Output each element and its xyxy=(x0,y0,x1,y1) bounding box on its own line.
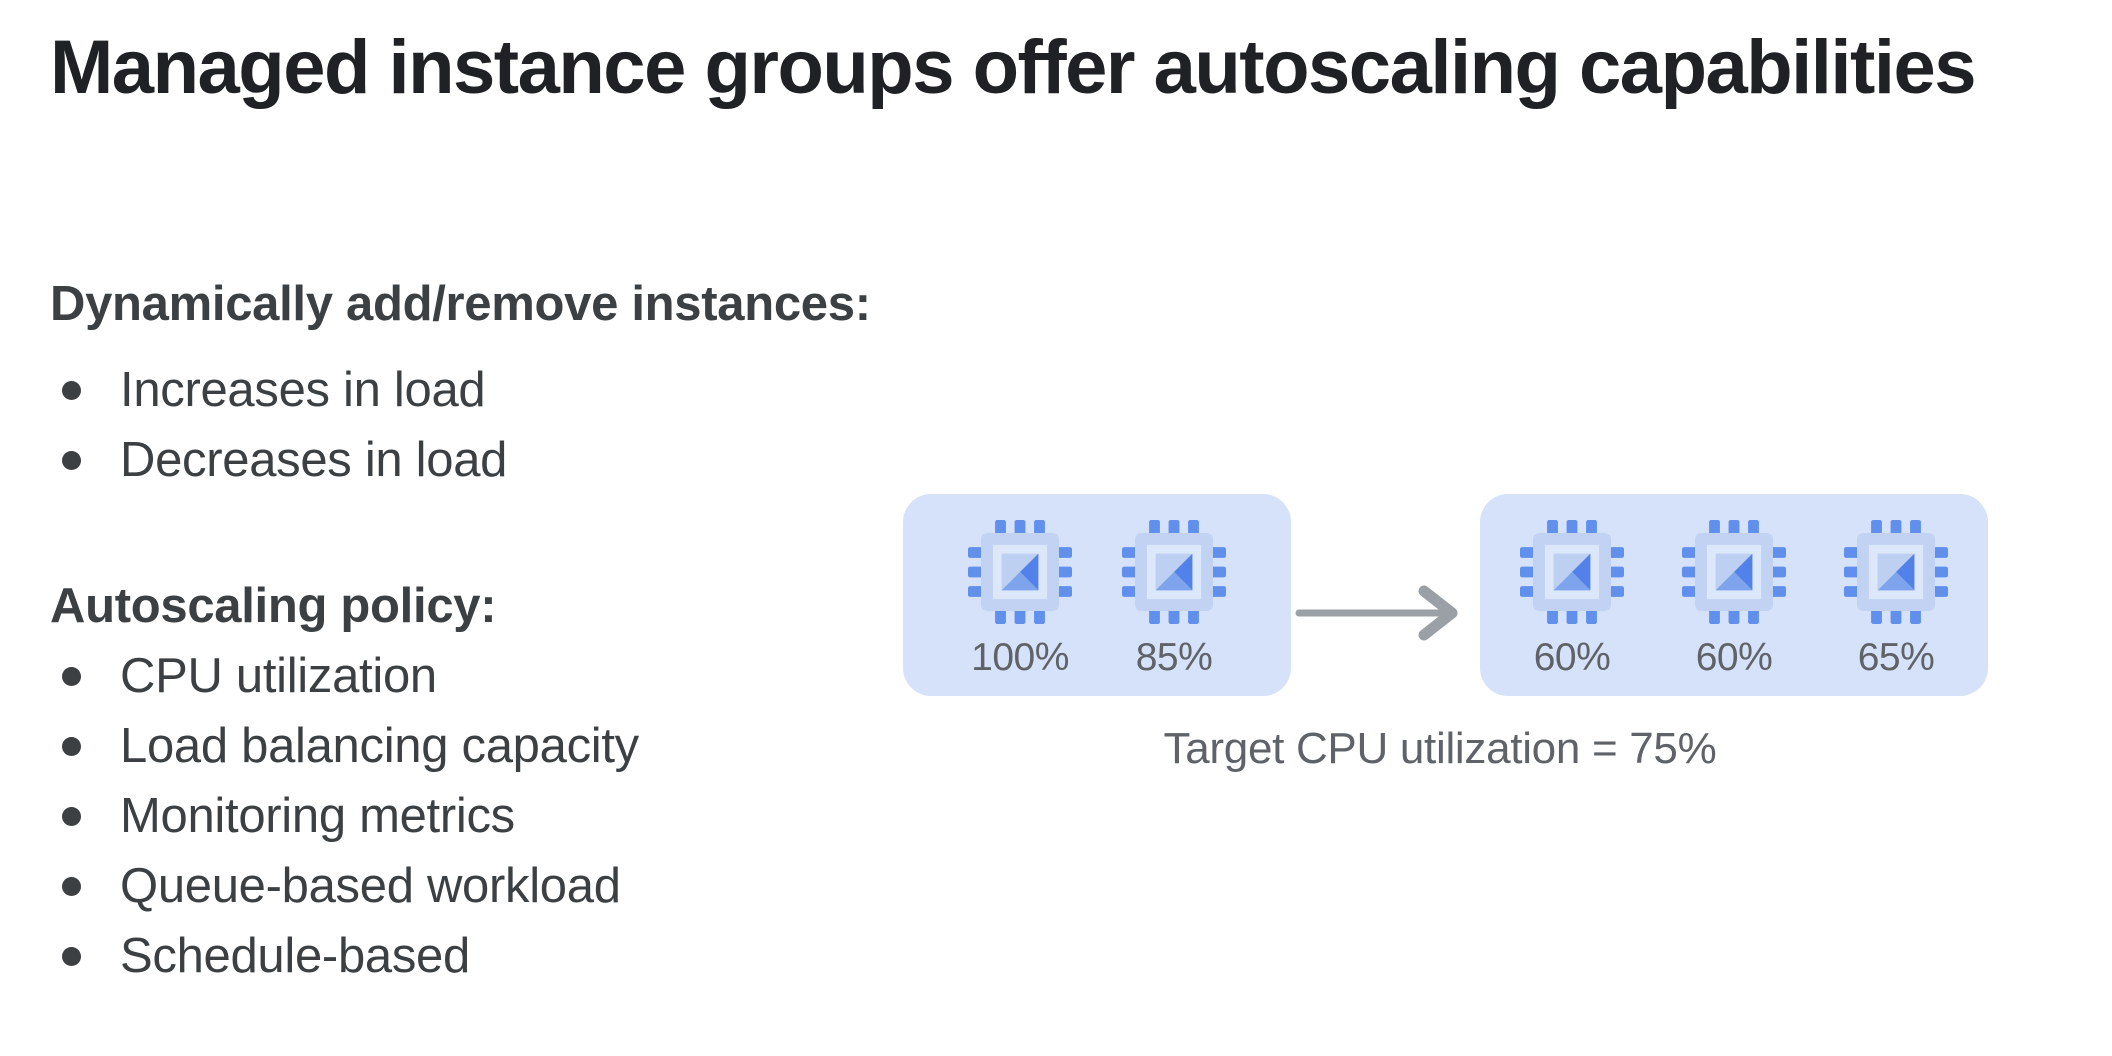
bullet-text: Decreases in load xyxy=(120,433,508,487)
cpu-utilization-label: 65% xyxy=(1857,636,1935,679)
cpu-chip-icon xyxy=(968,520,1072,624)
list-item: Load balancing capacity xyxy=(50,711,639,781)
vm-instance: 100% xyxy=(964,520,1076,680)
bullet-dot xyxy=(62,450,81,470)
diagram-caption: Target CPU utilization = 75% xyxy=(1163,724,1717,773)
instance-group-after: 60% 60% xyxy=(1480,494,1988,696)
list-item: Schedule-based xyxy=(50,921,639,991)
bullet-text: Queue-based workload xyxy=(120,859,621,913)
vm-instance: 60% xyxy=(1678,520,1790,680)
section-dynamic-add-remove: Dynamically add/remove instances: Increa… xyxy=(50,276,871,495)
bullet-dot xyxy=(62,946,81,966)
bullet-dot xyxy=(62,380,81,400)
cpu-chip-icon xyxy=(1844,520,1948,624)
cpu-utilization-label: 85% xyxy=(1135,636,1213,679)
vm-instance: 85% xyxy=(1118,520,1230,680)
instance-group-before: 100% 85% xyxy=(903,494,1291,696)
bullet-dot xyxy=(62,806,81,826)
bullet-list: CPU utilization Load balancing capacity … xyxy=(50,641,639,991)
vm-instance: 60% xyxy=(1516,520,1628,680)
arrow-right-icon xyxy=(1295,585,1458,641)
list-item: Queue-based workload xyxy=(50,851,639,921)
slide-title: Managed instance groups offer autoscalin… xyxy=(50,25,1976,110)
list-item: Monitoring metrics xyxy=(50,781,639,851)
bullet-text: Increases in load xyxy=(120,363,486,417)
section-heading: Dynamically add/remove instances: xyxy=(50,277,871,331)
bullet-dot xyxy=(62,736,81,756)
cpu-chip-icon xyxy=(1520,520,1624,624)
list-item: CPU utilization xyxy=(50,641,639,711)
section-autoscaling-policy: Autoscaling policy: CPU utilization Load… xyxy=(50,578,639,991)
list-item: Increases in load xyxy=(50,355,871,425)
bullet-text: Monitoring metrics xyxy=(120,789,515,843)
cpu-chip-icon xyxy=(1122,520,1226,624)
cpu-chip-icon xyxy=(1682,520,1786,624)
list-item: Decreases in load xyxy=(50,425,871,495)
bullet-text: Load balancing capacity xyxy=(120,719,639,773)
bullet-dot xyxy=(62,666,81,686)
section-heading: Autoscaling policy: xyxy=(50,579,497,633)
bullet-dot xyxy=(62,876,81,896)
bullet-text: Schedule-based xyxy=(120,929,470,983)
cpu-utilization-label: 100% xyxy=(971,636,1069,679)
cpu-utilization-label: 60% xyxy=(1695,636,1773,679)
bullet-text: CPU utilization xyxy=(120,649,437,703)
bullet-list: Increases in load Decreases in load xyxy=(50,355,871,495)
cpu-utilization-label: 60% xyxy=(1533,636,1611,679)
vm-instance: 65% xyxy=(1840,520,1952,680)
